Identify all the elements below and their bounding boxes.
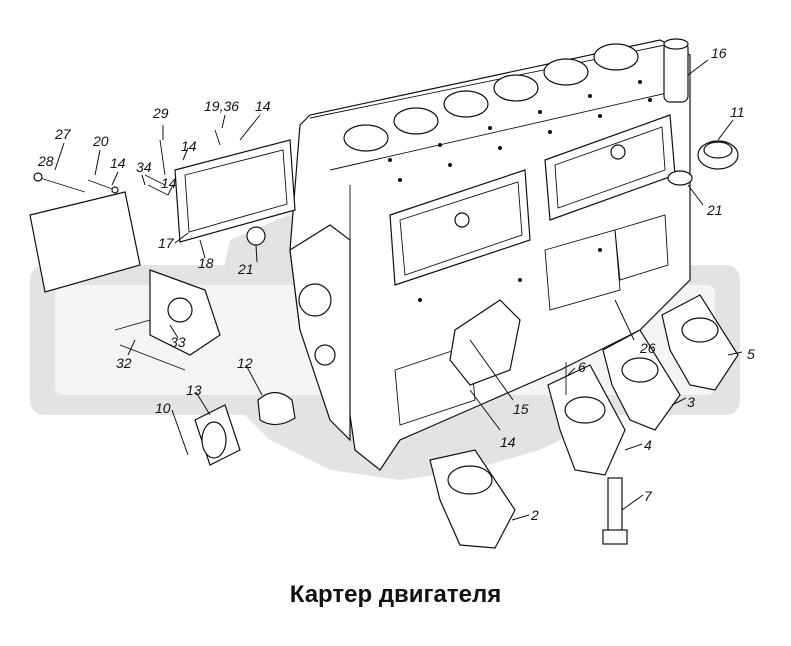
cap-bolt (602, 477, 628, 545)
bearing-cap-2 (429, 449, 516, 549)
bearing-cap-26 (602, 329, 681, 431)
callout-21: 21 (706, 202, 723, 218)
callout-29: 29 (152, 105, 169, 121)
callout-5: 5 (747, 346, 755, 362)
dowel-sleeve (667, 170, 693, 186)
callout-14: 14 (110, 155, 126, 171)
gasket-plate (29, 191, 141, 293)
sleeve-part (697, 140, 739, 170)
diagram-caption: Картер двигателя (289, 581, 502, 608)
callout-14: 14 (181, 138, 197, 154)
callout-34: 34 (136, 159, 152, 175)
callout-11: 11 (730, 104, 745, 120)
bearing-cap-5 (661, 294, 739, 391)
callout-14: 14 (161, 175, 177, 191)
rear-flange (194, 404, 241, 466)
callout-28: 28 (37, 153, 54, 169)
callout-4: 4 (644, 437, 652, 453)
callout-26: 26 (639, 340, 656, 356)
tube-part (663, 38, 689, 103)
callout-17: 17 (158, 235, 175, 251)
engine-block (289, 39, 691, 471)
callout-6: 6 (578, 359, 586, 375)
callout-15: 15 (513, 401, 529, 417)
seal-ring (246, 226, 266, 246)
callout-32: 32 (116, 355, 132, 371)
callout-10: 10 (155, 400, 171, 416)
leader-lines (54, 59, 743, 521)
callout-18: 18 (198, 255, 214, 271)
callout-16: 16 (711, 45, 727, 61)
block-holes (388, 80, 652, 302)
callout-20: 20 (92, 133, 109, 149)
callout-12: 12 (237, 355, 253, 371)
callout-19-36: 19,36 (204, 98, 239, 114)
bolts-left (33, 129, 221, 196)
callout-14: 14 (500, 434, 516, 450)
callout-3: 3 (687, 394, 695, 410)
callout-27: 27 (54, 126, 72, 142)
callout-labels: 16 11 21 21 29 19,36 14 27 20 14 34 14 1… (37, 45, 755, 523)
callout-14: 14 (255, 98, 271, 114)
bearing-shell (257, 391, 296, 426)
callout-33: 33 (170, 334, 186, 350)
callout-7: 7 (644, 488, 653, 504)
callout-13: 13 (186, 382, 202, 398)
side-cover-plate (174, 139, 296, 243)
flange-part (114, 269, 221, 371)
bearing-cap-4 (547, 364, 626, 476)
callout-2: 2 (530, 507, 539, 523)
callout-21: 21 (237, 261, 254, 277)
